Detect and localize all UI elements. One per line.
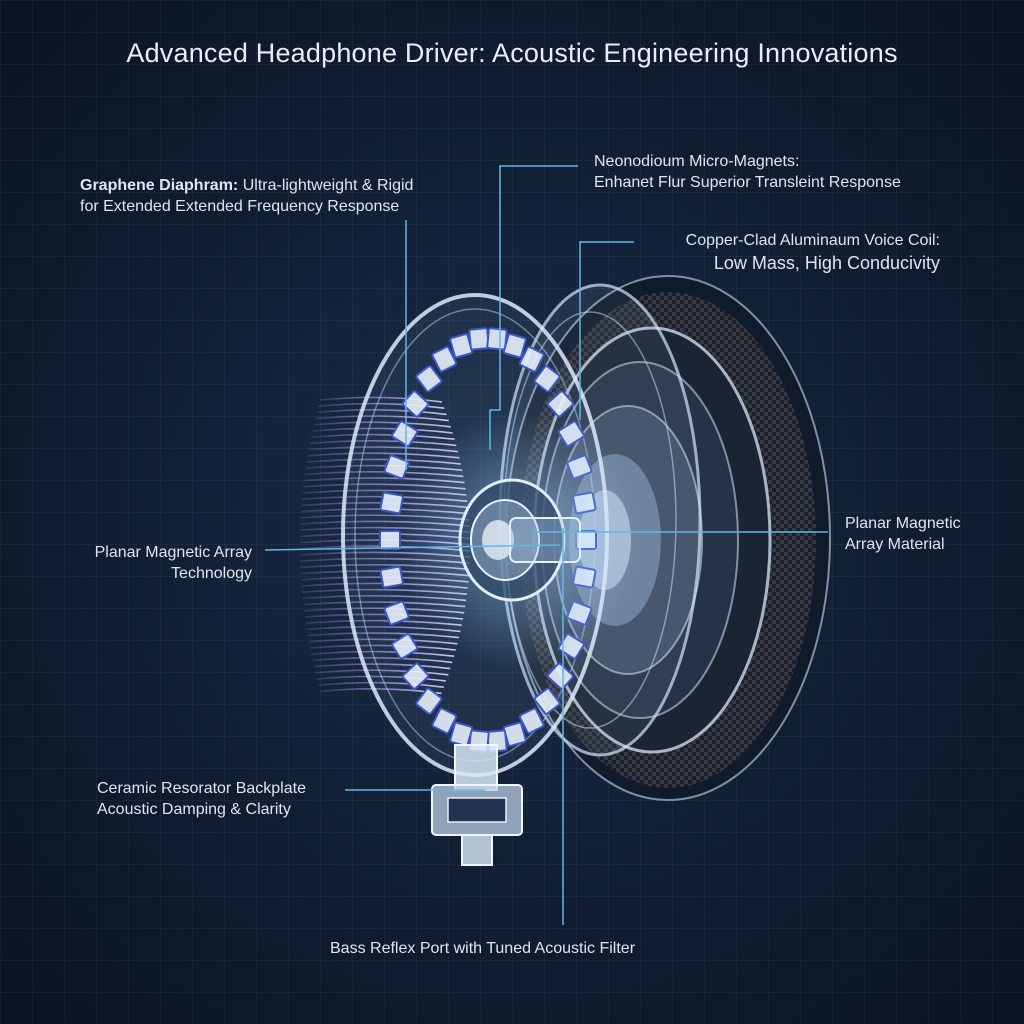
fin-line [315,669,449,676]
magnet-segment [415,687,443,715]
label-neodymium-line1: Neonodioum Micro-Magnets: [594,153,800,170]
magnet-segment [379,491,404,515]
magnet-segment [468,327,490,351]
magnet-segment [391,633,419,660]
label-graphene-diaphragm: Graphene Diaphram: Ultra-lightweight & R… [80,175,413,217]
magnet-segment [431,707,458,735]
leader-voice-coil [579,241,634,420]
label-neodymium-magnets: Neonodioum Micro-Magnets: Enhanet Flur S… [594,151,901,193]
fin-line [318,402,445,409]
label-planar-left-line2: Technology [171,565,252,582]
label-ceramic-backplate: Ceramic Resorator Backplate Acoustic Dam… [97,778,306,820]
magnet-segment [431,345,458,373]
label-neodymium-line2: Enhanet Flur Superior Transleint Respons… [594,174,901,191]
label-graphene-rest: Ultra-lightweight & Rigid [238,177,414,194]
fin-line [316,409,447,416]
magnet-segment [486,327,508,351]
magnet-segment [415,365,443,393]
fin-line [308,638,458,645]
label-bass-port-line1: Bass Reflex Port with Tuned Acoustic Fil… [330,940,636,957]
label-planar-material: Planar Magnetic Array Material [845,513,961,555]
fin-line [310,644,456,651]
magnet-segment [379,530,401,550]
label-planar-right-line2: Array Material [845,536,945,553]
magnet-segment [533,365,561,393]
page-title: Advanced Headphone Driver: Acoustic Engi… [126,38,898,68]
leader-lines [264,165,828,925]
fin-line [310,433,455,440]
central-hub [400,410,640,670]
magnet-segment [383,600,410,626]
magnet-segment [401,390,430,418]
label-bass-reflex-port: Bass Reflex Port with Tuned Acoustic Fil… [330,938,635,959]
fin-line [311,650,455,657]
label-graphene-line2: for Extended Extended Frequency Response [80,198,400,215]
magnet-segment [518,345,545,373]
leader-planar-left [264,544,561,551]
label-planar-right-line1: Planar Magnetic [845,515,961,532]
fin-line [312,657,453,664]
magnet-segment [401,662,430,690]
magnet-segment [546,390,575,418]
magnet-segment [449,721,474,747]
label-voice-coil-line2: Low Mass, High Conducivity [713,253,940,273]
label-ceramic-line1: Ceramic Resorator Backplate [97,780,306,797]
fin-line [312,427,453,434]
magnet-segment [546,662,575,690]
magnet-segment [391,420,419,447]
magnet-segment [533,687,561,715]
label-voice-coil-line1: Copper-Clad Aluminaum Voice Coil: [685,232,940,249]
fin-line [319,396,443,403]
magnet-segment [502,333,527,359]
ceramic-backplate-bracket [431,744,523,866]
magnet-segment [379,565,404,589]
label-ceramic-line2: Acoustic Damping & Clarity [97,801,291,818]
label-voice-coil: Copper-Clad Aluminaum Voice Coil: Low Ma… [686,230,940,275]
magnet-segment [518,707,545,735]
label-planar-technology: Planar Magnetic Array Technology [95,542,252,584]
fin-line [313,663,451,670]
label-planar-left-line1: Planar Magnetic Array [94,544,252,561]
magnet-segment [383,454,410,480]
fin-line [315,415,449,422]
label-graphene-bold: Graphene Diaphram: [80,177,239,194]
leader-neodymium [489,165,578,450]
fin-line [318,681,444,688]
fin-line [313,421,451,428]
